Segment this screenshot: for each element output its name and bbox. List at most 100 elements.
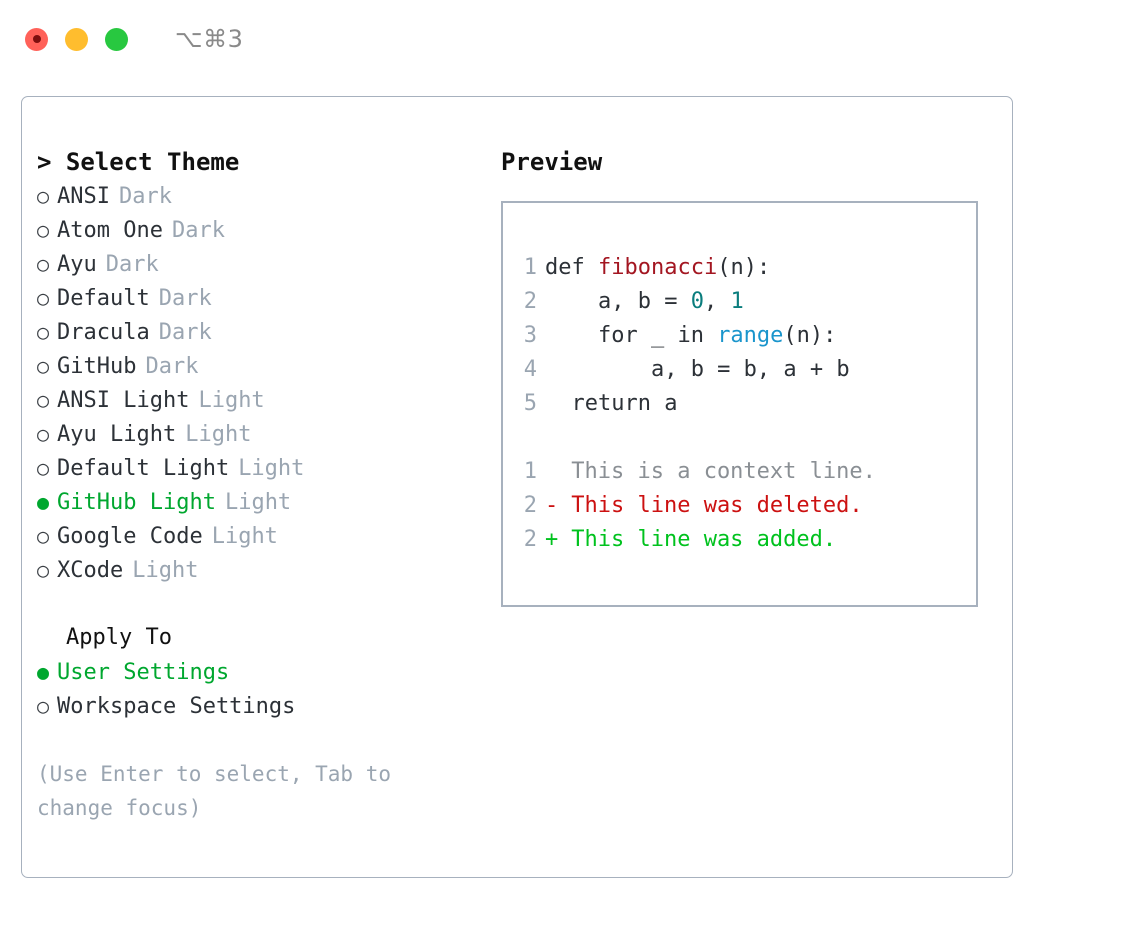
apply-to-option[interactable]: ● User Settings bbox=[37, 655, 492, 689]
radio-unselected-icon: ○ bbox=[37, 320, 50, 344]
apply-to-option-list[interactable]: ● User Settings ○ Workspace Settings bbox=[37, 655, 492, 723]
diff-line-number: 2 bbox=[523, 527, 537, 552]
theme-name-label: ANSI bbox=[57, 184, 110, 209]
code-token-plain: a, b = bbox=[545, 289, 691, 314]
theme-variant-tag: Dark bbox=[171, 218, 225, 243]
diff-marker-icon: + bbox=[545, 527, 559, 552]
code-line: 1 def fibonacci(n): bbox=[515, 251, 876, 285]
diff-marker-icon: - bbox=[545, 493, 559, 518]
theme-list-item[interactable]: ○ Google Code Light bbox=[37, 519, 492, 553]
diff-line-text: This line was added. bbox=[558, 527, 837, 552]
theme-variant-tag: Light bbox=[198, 388, 265, 413]
apply-to-option-label: User Settings bbox=[57, 660, 230, 685]
theme-name-label: GitHub Light bbox=[57, 490, 216, 515]
theme-variant-tag: Light bbox=[185, 422, 252, 447]
diff-line-ctx: 1 This is a context line. bbox=[515, 455, 876, 489]
theme-name-label: Ayu bbox=[57, 252, 97, 277]
close-window-button[interactable] bbox=[25, 27, 48, 51]
code-token-plain: (n): bbox=[783, 323, 837, 348]
code-token-plain: a, b = b, a + b bbox=[545, 357, 850, 382]
radio-selected-icon: ● bbox=[37, 490, 50, 514]
radio-unselected-icon: ○ bbox=[37, 422, 50, 446]
select-theme-heading: > Select Theme bbox=[37, 148, 240, 176]
code-line: 3 for _ in range(n): bbox=[515, 319, 876, 353]
theme-variant-tag: Dark bbox=[158, 286, 212, 311]
apply-to-option-label: Workspace Settings bbox=[57, 694, 296, 719]
apply-to-option[interactable]: ○ Workspace Settings bbox=[37, 689, 492, 723]
theme-list-item[interactable]: ○ Dracula Dark bbox=[37, 315, 492, 349]
code-line: 4 a, b = b, a + b bbox=[515, 353, 876, 387]
theme-name-label: XCode bbox=[57, 558, 124, 583]
radio-unselected-icon: ○ bbox=[37, 354, 50, 378]
theme-name-label: Default Light bbox=[57, 456, 230, 481]
code-token-plain: def bbox=[545, 255, 598, 280]
diff-line-add: 2 + This line was added. bbox=[515, 523, 876, 557]
code-token-plain: , bbox=[703, 289, 731, 314]
code-token-plain: return a bbox=[545, 391, 678, 416]
code-line-number: 3 bbox=[523, 323, 537, 348]
theme-name-label: GitHub bbox=[57, 354, 137, 379]
diff-line-number: 1 bbox=[523, 459, 537, 484]
theme-name-label: Atom One bbox=[57, 218, 163, 243]
diff-line-del: 2- This line was deleted. bbox=[515, 489, 876, 523]
code-token-fn: fibonacci bbox=[597, 255, 718, 280]
radio-unselected-icon: ○ bbox=[37, 524, 50, 548]
code-spacer bbox=[515, 421, 876, 455]
traffic-light-group bbox=[25, 27, 128, 51]
diff-marker-icon bbox=[545, 455, 558, 489]
preview-heading: Preview bbox=[501, 148, 603, 176]
radio-selected-icon: ● bbox=[37, 660, 50, 684]
theme-name-label: Default bbox=[57, 286, 150, 311]
code-line-number: 2 bbox=[523, 289, 537, 314]
maximize-window-button[interactable] bbox=[105, 27, 128, 51]
apply-to-section: Apply To ● User Settings ○ Workspace Settin… bbox=[37, 621, 492, 723]
radio-unselected-icon: ○ bbox=[37, 694, 50, 718]
theme-list-item[interactable]: ○ ANSI Light Light bbox=[37, 383, 492, 417]
theme-variant-tag: Light bbox=[211, 524, 278, 549]
minimize-window-button[interactable] bbox=[65, 27, 88, 51]
code-line: 2 a, b = 0, 1 bbox=[515, 285, 876, 319]
radio-unselected-icon: ○ bbox=[37, 184, 50, 208]
theme-name-label: ANSI Light bbox=[57, 388, 190, 413]
window-titlebar: ⌥⌘3 bbox=[0, 0, 1140, 78]
theme-variant-tag: Light bbox=[132, 558, 199, 583]
diff-line-number: 2 bbox=[523, 493, 537, 518]
theme-variant-tag: Light bbox=[238, 456, 305, 481]
code-line: 5 return a bbox=[515, 387, 876, 421]
theme-name-label: Ayu Light bbox=[57, 422, 177, 447]
close-icon bbox=[32, 35, 41, 43]
diff-line-text: This is a context line. bbox=[558, 459, 876, 484]
code-line-number: 1 bbox=[523, 255, 537, 280]
theme-variant-tag: Dark bbox=[118, 184, 172, 209]
radio-unselected-icon: ○ bbox=[37, 388, 50, 412]
code-token-plain: for _ in bbox=[545, 323, 718, 348]
theme-variant-tag: Dark bbox=[158, 320, 212, 345]
theme-list-item[interactable]: ○ Ayu Light Light bbox=[37, 417, 492, 451]
code-token-call: range bbox=[717, 323, 784, 348]
keyboard-hint-text: (Use Enter to select, Tab to change focu… bbox=[37, 762, 392, 820]
keyboard-shortcut-label: ⌥⌘3 bbox=[175, 25, 244, 53]
theme-name-label: Dracula bbox=[57, 320, 150, 345]
code-token-num: 1 bbox=[730, 289, 744, 314]
theme-list-item[interactable]: ○ ANSI Dark bbox=[37, 179, 492, 213]
theme-name-label: Google Code bbox=[57, 524, 203, 549]
apply-to-heading: Apply To bbox=[66, 625, 172, 650]
code-token-num: 0 bbox=[690, 289, 704, 314]
code-token-plain: (n): bbox=[717, 255, 771, 280]
theme-variant-tag: Dark bbox=[105, 252, 159, 277]
